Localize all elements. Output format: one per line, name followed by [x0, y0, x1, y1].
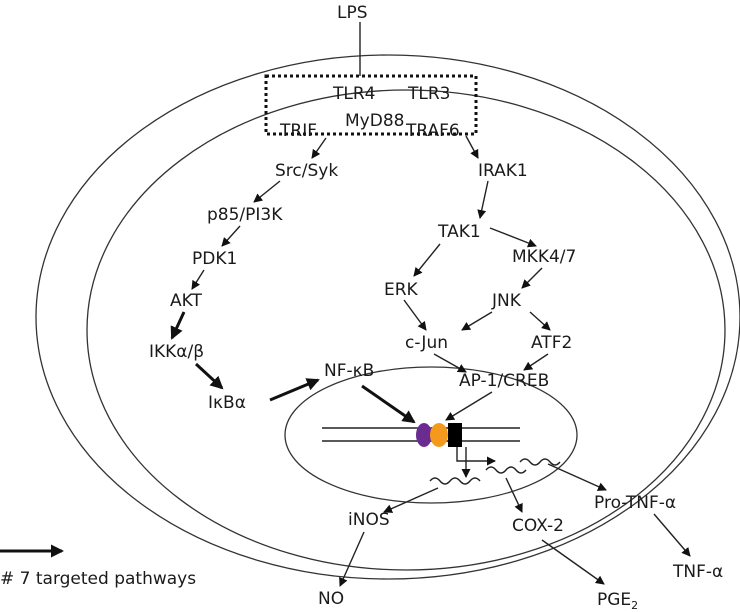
label-jnk: JNK — [491, 291, 522, 311]
arrow-p85-pdk1 — [221, 225, 241, 247]
label-akt: AKT — [170, 291, 202, 311]
label-lps: LPS — [337, 3, 368, 23]
mrna-squiggle-2 — [485, 466, 527, 474]
arrow-ikba-nfkb — [269, 378, 320, 402]
transcription-start-arrow — [456, 447, 496, 466]
creb-binding-factor — [448, 423, 462, 447]
nfkb-binding-factor — [416, 423, 432, 447]
arrow-erk-cjun — [403, 299, 427, 331]
legend-label: # 7 targeted pathways — [0, 569, 196, 589]
label-erk: ERK — [384, 280, 419, 300]
inner-cell-membrane — [86, 89, 726, 571]
label-tlr3: TLR3 — [407, 84, 450, 104]
arrow-irak1-tak1 — [477, 180, 489, 219]
label-inos: iNOS — [348, 510, 390, 530]
label-src-syk: Src/Syk — [275, 161, 338, 181]
arrow-cox2-pge2 — [541, 539, 605, 585]
arrow-pdk1-akt — [191, 269, 205, 290]
arrow-tak1-mkk47 — [489, 227, 537, 248]
label-tak1: TAK1 — [437, 222, 481, 242]
outer-cell-membrane — [35, 54, 740, 580]
label-atf2: ATF2 — [531, 333, 572, 353]
mrna-squiggle-3 — [519, 458, 561, 466]
label-traf6: TRAF6 — [405, 121, 460, 141]
label-tlr4: TLR4 — [332, 84, 375, 104]
arrow-atf2-ap1 — [523, 353, 549, 371]
label-nfkb: NF-κB — [324, 361, 374, 381]
label-ikk: IKKα/β — [149, 342, 204, 362]
arrow-mrna-inos — [383, 487, 439, 513]
arrow-tak1-erk — [413, 243, 441, 277]
arrow-nfkb-nucleus — [361, 384, 416, 424]
label-cox2: COX-2 — [512, 516, 564, 536]
arrow-ikk-ikba — [194, 362, 224, 390]
mrna-squiggle-1 — [429, 477, 481, 485]
arrow-inos-no — [339, 531, 365, 587]
label-pro-tnf: Pro-TNF-α — [594, 493, 676, 513]
receptor-complex-box — [264, 74, 478, 136]
ap1-binding-factor — [430, 423, 448, 447]
label-irak1: IRAK1 — [478, 161, 528, 181]
arrow-src-p85 — [253, 180, 281, 203]
label-no: NO — [318, 589, 344, 609]
label-myd88: MyD88 — [345, 111, 404, 131]
arrow-jnk-atf2 — [529, 311, 551, 331]
arrow-ap1-nucleus — [445, 391, 493, 421]
arrow-akt-ikk — [170, 311, 186, 340]
arrow-traf6-irak1 — [465, 135, 479, 159]
arrow-pro-tnf-tnf — [653, 513, 691, 557]
arrow-mkk47-jnk — [521, 267, 543, 289]
label-c-jun: c-Jun — [405, 333, 448, 353]
label-p85-pi3k: p85/PI3K — [207, 205, 283, 225]
arrow-cjun-ap1 — [433, 353, 467, 373]
arrow-jnk-cjun — [461, 311, 493, 331]
label-tnf: TNF-α — [672, 562, 723, 582]
nucleus — [284, 366, 578, 504]
label-pdk1: PDK1 — [192, 249, 237, 269]
label-ap1-creb: AP-1/CREB — [459, 371, 549, 391]
label-mkk47: MKK4/7 — [512, 247, 576, 267]
label-pge2: PGE2 — [597, 590, 638, 612]
arrow-mrna-pro-tnf — [547, 463, 607, 491]
arrow-myd88-src — [311, 137, 327, 159]
label-ikba: IκBα — [208, 393, 246, 413]
label-trif: TRIF — [279, 121, 317, 141]
arrow-mrna-cox2 — [505, 477, 523, 513]
